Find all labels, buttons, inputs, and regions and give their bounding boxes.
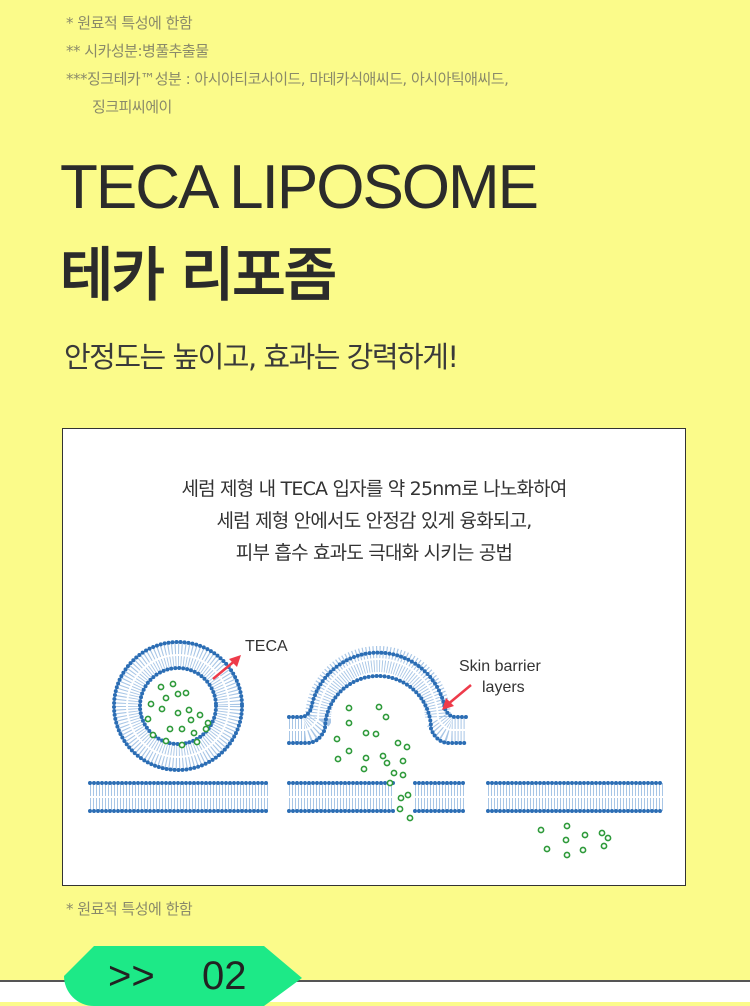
description-line: 피부 흡수 효과도 극대화 시키는 공법 (235, 542, 513, 564)
teca-particle (158, 705, 166, 713)
teca-particle (149, 731, 157, 739)
teca-particle (174, 709, 182, 717)
teca-particle (383, 759, 391, 767)
teca-particle (563, 822, 571, 830)
arch-heads (287, 650, 468, 719)
section-number: 02 (202, 954, 247, 998)
teca-particle (166, 725, 174, 733)
teca-particle (403, 743, 411, 751)
teca-particle (581, 831, 589, 839)
liposome-diagram-box: 세럼 제형 내 TECA 입자를 약 25nm로 나노화하여 세럼 제형 안에서… (62, 428, 686, 886)
teca-particle (598, 829, 606, 837)
teca-particle (375, 703, 383, 711)
arch-gap (289, 658, 466, 731)
title-korean: 테카 리포좀 (60, 241, 337, 309)
teca-label: TECA (245, 638, 288, 655)
footnote-bottom: * 원료적 특성에 한함 (66, 900, 193, 918)
vesicle-heads (112, 640, 244, 772)
teca-particle (382, 713, 390, 721)
teca-particle (362, 754, 370, 762)
teca-particle (396, 805, 404, 813)
vesicle-gap (126, 654, 230, 758)
teca-particle (185, 706, 193, 714)
title-english: TECA LIPOSOME (60, 153, 539, 222)
teca-particle (157, 683, 165, 691)
description-line: 세럼 제형 내 TECA 입자를 약 25nm로 나노화하여 (181, 478, 567, 500)
teca-particle (362, 729, 370, 737)
teca-particle (386, 779, 394, 787)
subtitle: 안정도는 높이고, 효과는 강력하게! (64, 340, 459, 374)
teca-particle (193, 738, 201, 746)
teca-particle (147, 700, 155, 708)
teca-particle (399, 757, 407, 765)
teca-particle (345, 704, 353, 712)
teca-particle (178, 725, 186, 733)
teca-particle (372, 730, 380, 738)
liposome-illustration: TECA Skin barrier layers (88, 638, 666, 859)
teca-arrow-head (229, 655, 241, 667)
vesicle-heads (138, 666, 218, 746)
teca-particle (379, 752, 387, 760)
teca-particle (537, 826, 545, 834)
footnote-3-cont: 징크피씨에이 (92, 98, 172, 116)
skin-label-1: Skin barrier (459, 658, 541, 675)
teca-particle (162, 694, 170, 702)
teca-particle (345, 719, 353, 727)
arch-heads (287, 674, 468, 745)
footnote-3: ***징크테카™성분 : 아시아티코사이드, 마데카식애씨드, 아시아틱애씨드, (66, 70, 509, 88)
skin-label-2: layers (482, 679, 525, 696)
teca-particle (204, 719, 212, 727)
teca-particle (360, 765, 368, 773)
teca-particle (399, 771, 407, 779)
teca-particle (190, 729, 198, 737)
teca-particle (169, 680, 177, 688)
teca-particle (333, 735, 341, 743)
teca-particle (404, 791, 412, 799)
teca-particle (579, 846, 587, 854)
teca-particle (196, 711, 204, 719)
section-tag: >> 02 (64, 946, 302, 1006)
teca-particle (182, 689, 190, 697)
description-line: 세럼 제형 안에서도 안정감 있게 융화되고, (216, 510, 533, 532)
teca-particle (406, 814, 414, 822)
teca-particle (174, 690, 182, 698)
teca-particle (187, 716, 195, 724)
skin-arrow-head (442, 698, 454, 710)
teca-particle (144, 715, 152, 723)
teca-particle (562, 836, 570, 844)
teca-particle (543, 845, 551, 853)
double-chevron-icon: >> (108, 954, 155, 998)
teca-particle (394, 739, 402, 747)
skin-arrow (446, 684, 472, 706)
teca-particle (397, 794, 405, 802)
teca-particle (334, 755, 342, 763)
teca-particle (600, 842, 608, 850)
footnote-2: ** 시카성분:병풀추출물 (66, 42, 209, 60)
teca-particle (162, 737, 170, 745)
teca-particle (390, 769, 398, 777)
teca-particle (202, 725, 210, 733)
teca-particle (563, 851, 571, 859)
teca-particle (345, 747, 353, 755)
teca-particle (178, 741, 186, 749)
footnote-1: * 원료적 특성에 한함 (66, 14, 193, 32)
teca-particle (604, 834, 612, 842)
diagram-description: 세럼 제형 내 TECA 입자를 약 25nm로 나노화하여 세럼 제형 안에서… (63, 473, 685, 569)
